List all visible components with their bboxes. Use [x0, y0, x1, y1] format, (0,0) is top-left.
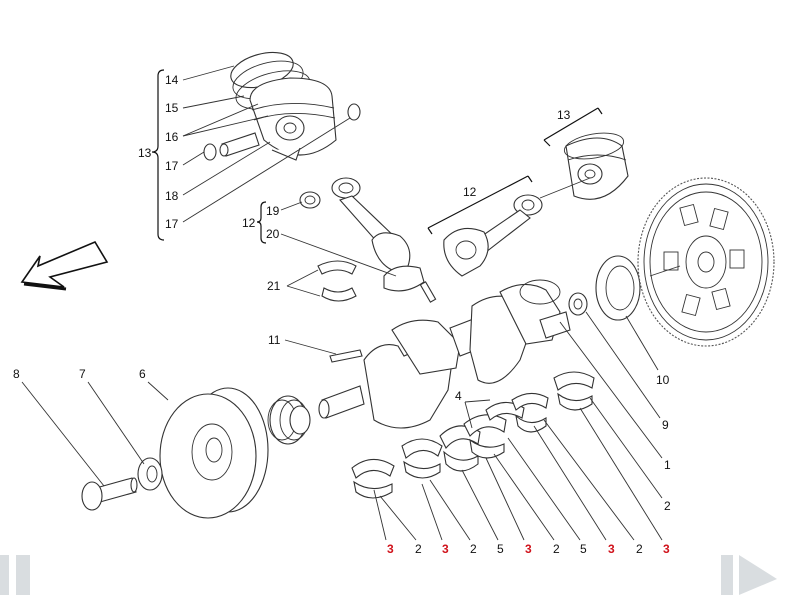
prev-page-button[interactable]	[0, 553, 32, 595]
front-direction-arrow	[20, 240, 109, 291]
woodruff-key	[329, 349, 363, 363]
bottom-label-10: 2	[636, 542, 643, 556]
prev-arrow-icon	[0, 555, 30, 595]
label-1: 1	[664, 458, 671, 472]
label-14: 14	[165, 73, 179, 87]
flywheel	[637, 177, 775, 347]
timing-sprocket	[267, 395, 311, 445]
piston-right	[563, 132, 629, 200]
bottom-label-6: 3	[525, 542, 532, 556]
label-18: 18	[165, 189, 179, 203]
label-12-left: 12	[242, 216, 256, 230]
bottom-label-4: 2	[470, 542, 477, 556]
bottom-label-1: 3	[387, 542, 394, 556]
thrust-washer	[568, 292, 588, 316]
label-6: 6	[139, 367, 146, 381]
label-16: 16	[165, 130, 179, 144]
label-17-a: 17	[165, 159, 179, 173]
bottom-label-2: 2	[415, 542, 422, 556]
label-11: 11	[268, 333, 281, 347]
label-17-b: 17	[165, 217, 179, 231]
label-13-right: 13	[557, 108, 571, 122]
bracket-13-right	[543, 107, 603, 147]
label-10: 10	[656, 373, 670, 387]
label-4: 4	[455, 389, 462, 403]
pulley-bolt	[81, 477, 138, 511]
next-arrow-icon	[721, 555, 777, 595]
label-19: 19	[266, 204, 280, 218]
bearing-shells-21	[317, 260, 357, 302]
brace-13	[151, 69, 165, 241]
callout-labels: 14 15 16 13 17 18 17 13 12 19 12 20 21 1…	[13, 73, 671, 513]
bottom-label-11: 3	[663, 542, 670, 556]
label-9: 9	[662, 418, 669, 432]
label-15: 15	[165, 101, 179, 115]
label-12-right: 12	[463, 185, 477, 199]
label-21: 21	[267, 279, 281, 293]
label-8: 8	[13, 367, 20, 381]
label-13-left: 13	[138, 146, 152, 160]
bottom-row-labels: 3 2 3 2 5 3 2 5 3 2 3	[387, 542, 670, 556]
rear-oil-seal	[595, 255, 641, 321]
label-7: 7	[79, 367, 86, 381]
bottom-label-7: 2	[553, 542, 560, 556]
crankshaft	[318, 279, 571, 429]
label-20: 20	[266, 227, 280, 241]
crank-pulley	[159, 387, 269, 519]
bottom-label-3: 3	[442, 542, 449, 556]
connecting-rod-left	[299, 177, 437, 303]
bottom-label-5: 5	[497, 542, 504, 556]
washer	[137, 457, 163, 491]
connecting-rod-right	[443, 194, 543, 277]
bottom-label-8: 5	[580, 542, 587, 556]
main-bearing-shells	[351, 371, 595, 499]
label-2-right: 2	[664, 499, 671, 513]
brace-12	[256, 201, 267, 244]
piston-assembly-left	[203, 51, 361, 161]
leader-lines	[21, 65, 681, 541]
bracket-12-right	[427, 175, 533, 235]
next-page-button[interactable]	[719, 553, 781, 595]
bottom-label-9: 3	[608, 542, 615, 556]
